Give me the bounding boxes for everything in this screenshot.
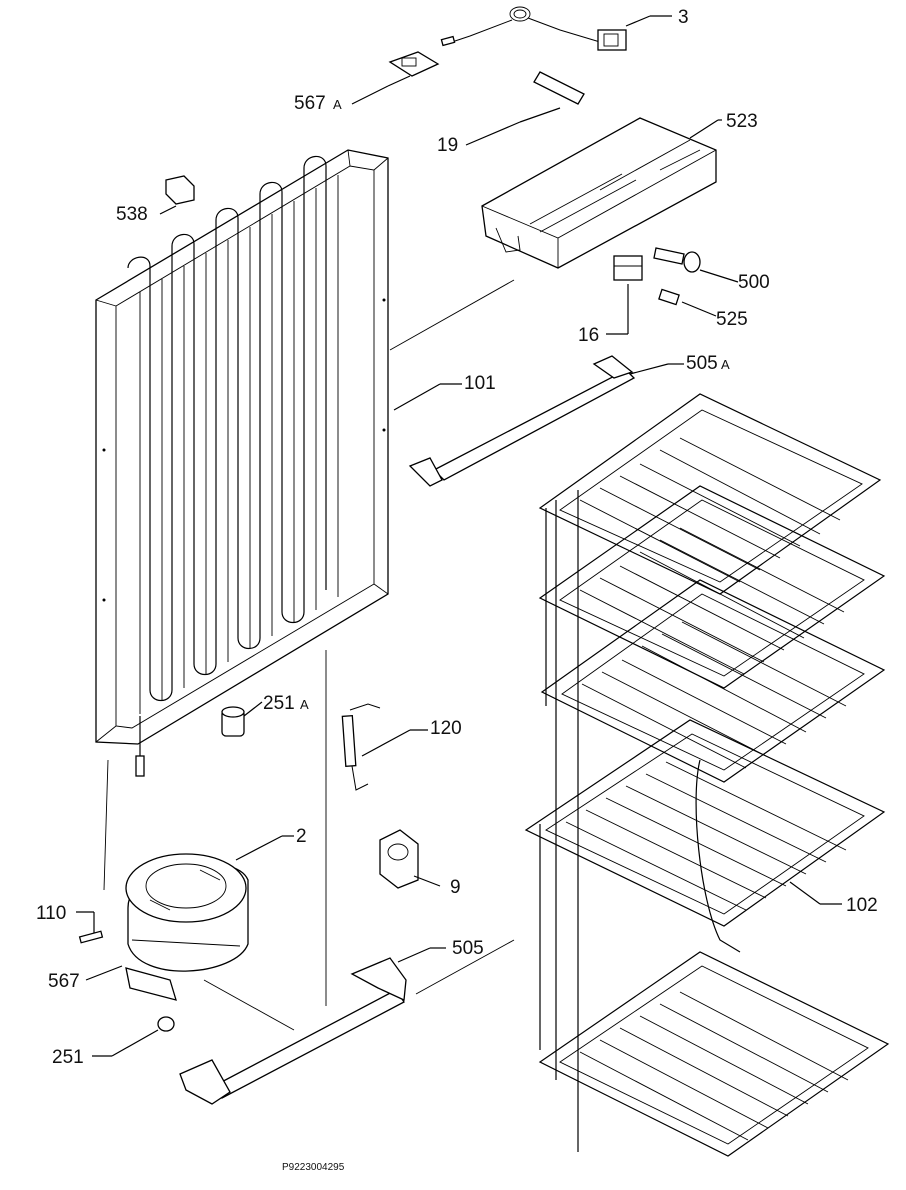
label-9: 9 [450, 877, 461, 898]
label-102: 102 [846, 895, 878, 916]
control-panel-part [481, 117, 722, 269]
shelf-support-505-part [179, 939, 515, 1105]
label-120: 120 [430, 718, 462, 739]
label-251: 251 [52, 1047, 84, 1068]
condenser-part [95, 149, 515, 891]
switch-part [606, 255, 643, 335]
sensor-part [341, 703, 428, 791]
label-16: 16 [578, 325, 599, 346]
filter-251a-part [221, 701, 263, 737]
label-19: 19 [437, 135, 458, 156]
label-567: 567 [48, 971, 80, 992]
label-567a-suffix: A [333, 97, 342, 112]
clip-538-part [159, 175, 195, 215]
label-3: 3 [678, 7, 689, 28]
label-505a: 505 [686, 353, 718, 374]
label-523: 523 [726, 111, 758, 132]
rack-shelf-2 [538, 485, 886, 689]
rack-shelf-1 [538, 393, 882, 595]
condenser-fins [139, 175, 339, 714]
bracket-part [379, 829, 441, 889]
evaporator-rack-part [524, 393, 890, 1157]
label-2: 2 [296, 826, 307, 847]
grommet-567-part [85, 965, 123, 981]
compressor-part [125, 835, 294, 1001]
label-525: 525 [716, 309, 748, 330]
rack-shelf-5 [538, 951, 890, 1157]
rack-shelf-3 [540, 579, 886, 783]
lamp-part [465, 71, 585, 146]
label-538: 538 [116, 204, 148, 225]
thermostat-part [440, 6, 672, 51]
label-505a-suffix: A [721, 357, 730, 372]
drawing-code: P9223004295 [282, 1162, 345, 1173]
pin-part [76, 911, 104, 944]
label-567a: 567 [294, 93, 326, 114]
label-505: 505 [452, 938, 484, 959]
label-500: 500 [738, 272, 770, 293]
shelf-support-505a-part [408, 355, 684, 487]
connector-567a-part [351, 51, 440, 105]
label-251a: 251 [263, 693, 295, 714]
rack-shelf-4 [524, 719, 886, 927]
label-110: 110 [36, 903, 66, 924]
indicator-part [658, 288, 717, 317]
knob-part [653, 247, 739, 283]
label-251a-suffix: A [300, 697, 309, 712]
label-101: 101 [464, 373, 496, 394]
filter-251-part [92, 1016, 175, 1057]
